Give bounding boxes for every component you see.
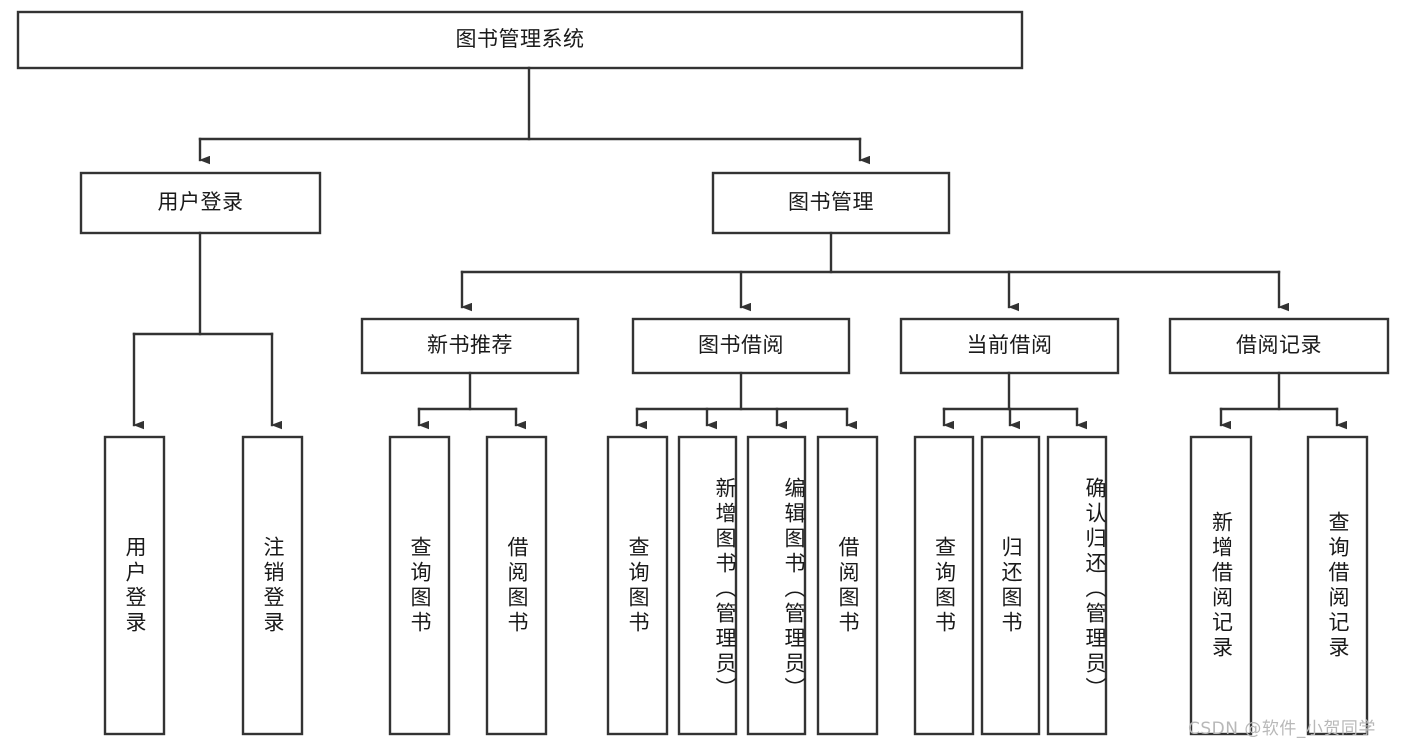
node-box-book-borrow[interactable] (631, 317, 851, 375)
node-box-leaf-query-book-3[interactable] (913, 435, 975, 736)
node-box-root[interactable] (16, 10, 1024, 70)
node-box-book-manage[interactable] (711, 171, 951, 235)
csdn-watermark: CSDN @软件_小贺同学 (1188, 719, 1376, 739)
node-box-user-login[interactable] (79, 171, 322, 235)
node-box-leaf-return-book[interactable] (980, 435, 1041, 736)
node-box-borrow-record[interactable] (1168, 317, 1390, 375)
node-box-leaf-borrow-book-1[interactable] (485, 435, 548, 736)
node-box-leaf-query-book-2[interactable] (606, 435, 669, 736)
node-box-leaf-logout[interactable] (241, 435, 304, 736)
node-box-leaf-user-login[interactable] (103, 435, 166, 736)
node-box-leaf-edit-book[interactable] (746, 435, 807, 736)
node-box-leaf-add-book[interactable] (677, 435, 738, 736)
node-box-leaf-query-book-1[interactable] (388, 435, 451, 736)
node-box-leaf-add-record[interactable] (1189, 435, 1253, 736)
node-box-current-borrow[interactable] (899, 317, 1120, 375)
node-box-leaf-confirm-return[interactable] (1046, 435, 1108, 736)
node-box-leaf-query-record[interactable] (1306, 435, 1369, 736)
node-box-new-book-recommend[interactable] (360, 317, 580, 375)
node-box-leaf-borrow-book-2[interactable] (816, 435, 879, 736)
